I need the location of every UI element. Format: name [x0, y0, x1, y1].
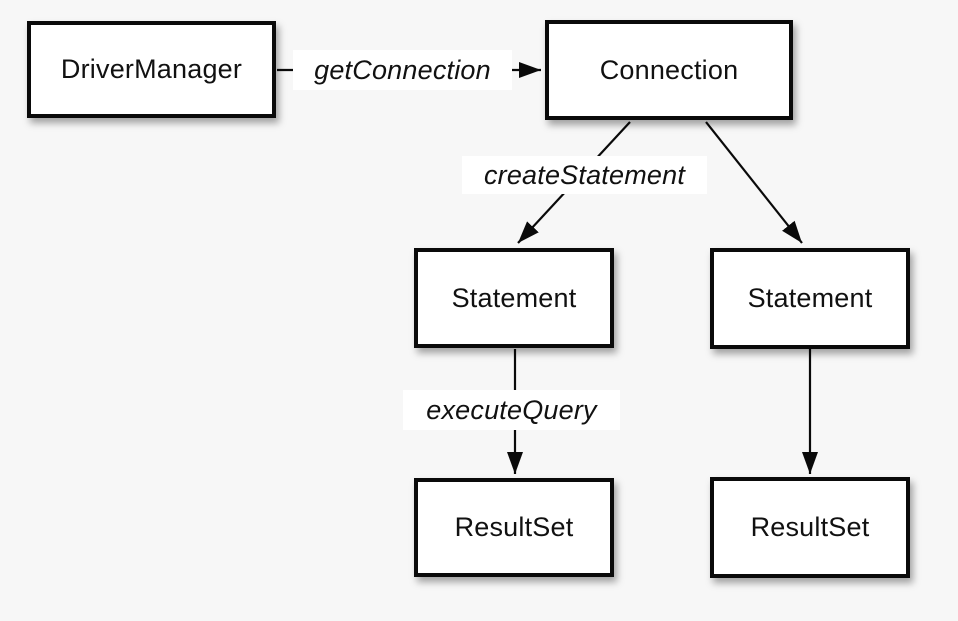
node-statement-right-label: Statement [747, 283, 873, 313]
edge-label-executequery: executeQuery [403, 390, 620, 430]
node-resultset-right-label: ResultSet [750, 512, 870, 542]
node-resultset-right: ResultSet [710, 477, 910, 578]
edge-label-getconnection: getConnection [293, 50, 512, 90]
node-statement-left-label: Statement [451, 282, 577, 313]
node-statement-right: Statement [710, 248, 910, 349]
arrow-connection-statement-right [705, 121, 803, 244]
node-statement-left: Statement [414, 248, 614, 348]
node-resultset-left: ResultSet [414, 478, 614, 577]
edge-label-createstatement: createStatement [462, 156, 707, 194]
node-connection: Connection [545, 20, 793, 120]
node-drivermanager: DriverManager [27, 21, 276, 118]
node-resultset-left-label: ResultSet [454, 512, 574, 542]
node-connection-label: Connection [599, 54, 739, 85]
node-drivermanager-label: DriverManager [60, 54, 243, 84]
